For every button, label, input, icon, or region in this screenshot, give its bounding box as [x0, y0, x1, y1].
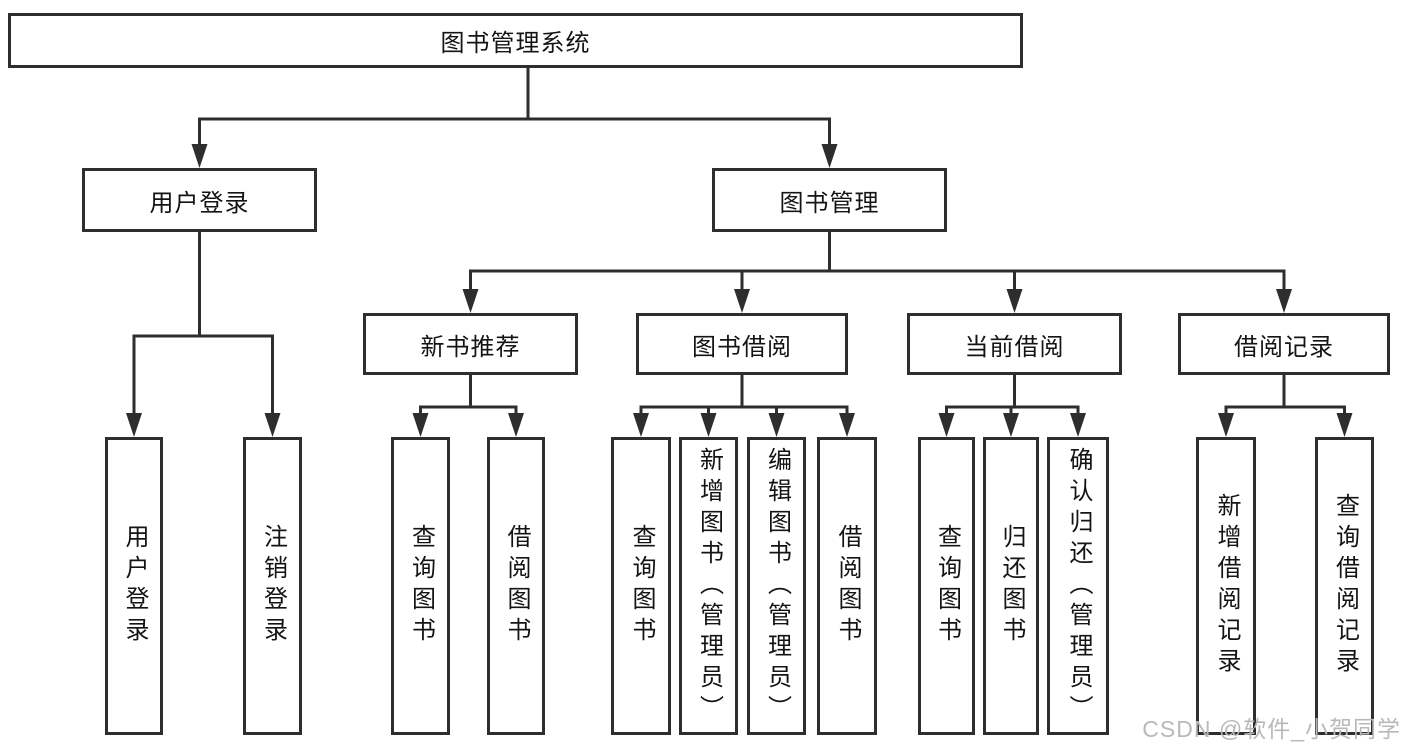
node-label: 注销登录: [259, 524, 287, 648]
arrowhead-icon: [700, 413, 717, 437]
node-root: 图书管理系统: [8, 13, 1023, 68]
node-book-management: 图书管理: [712, 168, 947, 232]
node-borrow-records: 借阅记录: [1178, 313, 1390, 375]
node-label: 图书管理系统: [440, 30, 591, 57]
node-label: 查询借阅记录: [1331, 493, 1359, 679]
connector-root: [198, 66, 831, 121]
arrowhead-icon: [633, 413, 649, 437]
arrowhead-icon: [734, 289, 750, 313]
arrowhead-icon: [1336, 413, 1353, 437]
node-label: 借阅图书: [834, 524, 861, 648]
node-new-book-recommend: 新书推荐: [363, 313, 578, 375]
arrowhead-icon: [938, 413, 955, 437]
node-label: 查询图书: [933, 524, 961, 648]
leaf-borrow-books-recommend: 借阅图书: [487, 437, 545, 735]
node-label: 借阅图书: [503, 524, 530, 648]
leaf-query-books-recommend: 查询图书: [391, 437, 450, 735]
arrowhead-icon: [768, 413, 785, 437]
arrowhead-icon: [821, 144, 838, 168]
arrowhead-icon: [191, 144, 208, 168]
leaf-borrow-books: 借阅图书: [817, 437, 877, 735]
node-current-borrow: 当前借阅: [907, 313, 1122, 375]
arrowhead-icon: [412, 413, 429, 437]
arrowhead-icon: [508, 413, 524, 437]
node-label: 归还图书: [998, 524, 1025, 648]
node-label: 新书推荐: [420, 333, 521, 361]
leaf-query-books-current: 查询图书: [918, 437, 975, 735]
leaf-edit-books-admin: 编辑图书（管理员）: [747, 437, 806, 735]
node-label: 图书借阅: [692, 333, 792, 361]
csdn-watermark: CSDN @软件_小贺同学: [1142, 716, 1401, 742]
arrowhead-icon: [126, 413, 142, 437]
arrowhead-icon: [1218, 413, 1234, 437]
node-user-login-group: 用户登录: [82, 168, 317, 232]
leaf-query-borrow-record: 查询借阅记录: [1315, 437, 1374, 735]
node-label: 用户登录: [121, 524, 148, 648]
leaf-return-books: 归还图书: [983, 437, 1039, 735]
leaf-add-borrow-record: 新增借阅记录: [1196, 437, 1256, 735]
connector-user-login: [132, 230, 274, 338]
connector-new-book: [419, 373, 518, 409]
node-label: 确认归还（管理员）: [1065, 446, 1092, 726]
leaf-logout: 注销登录: [243, 437, 302, 735]
connector-book-mgmt: [469, 230, 1286, 273]
node-label: 借阅记录: [1234, 333, 1334, 361]
arrowhead-icon: [1276, 289, 1292, 313]
arrowhead-icon: [1003, 413, 1019, 437]
connector-current-borrow: [945, 373, 1080, 409]
leaf-confirm-return-admin: 确认归还（管理员）: [1047, 437, 1109, 735]
leaf-add-books-admin: 新增图书（管理员）: [679, 437, 738, 735]
node-label: 用户登录: [149, 189, 250, 217]
node-label: 当前借阅: [964, 333, 1065, 361]
node-label: 查询图书: [407, 524, 435, 648]
node-label: 查询图书: [628, 524, 655, 648]
node-label: 图书管理: [779, 189, 880, 217]
arrowhead-icon: [1006, 289, 1023, 313]
arrowhead-icon: [1070, 413, 1086, 437]
connector-borrow-records: [1224, 373, 1346, 409]
leaf-query-books-borrow: 查询图书: [611, 437, 671, 735]
arrowhead-icon: [264, 413, 281, 437]
arrowhead-icon: [839, 413, 855, 437]
node-book-borrow: 图书借阅: [636, 313, 848, 375]
node-label: 新增借阅记录: [1213, 493, 1240, 679]
arrowhead-icon: [462, 289, 479, 313]
node-label: 新增图书（管理员）: [695, 446, 723, 726]
connector-book-borrow: [639, 373, 849, 409]
node-label: 编辑图书（管理员）: [763, 446, 791, 726]
leaf-user-login: 用户登录: [105, 437, 163, 735]
